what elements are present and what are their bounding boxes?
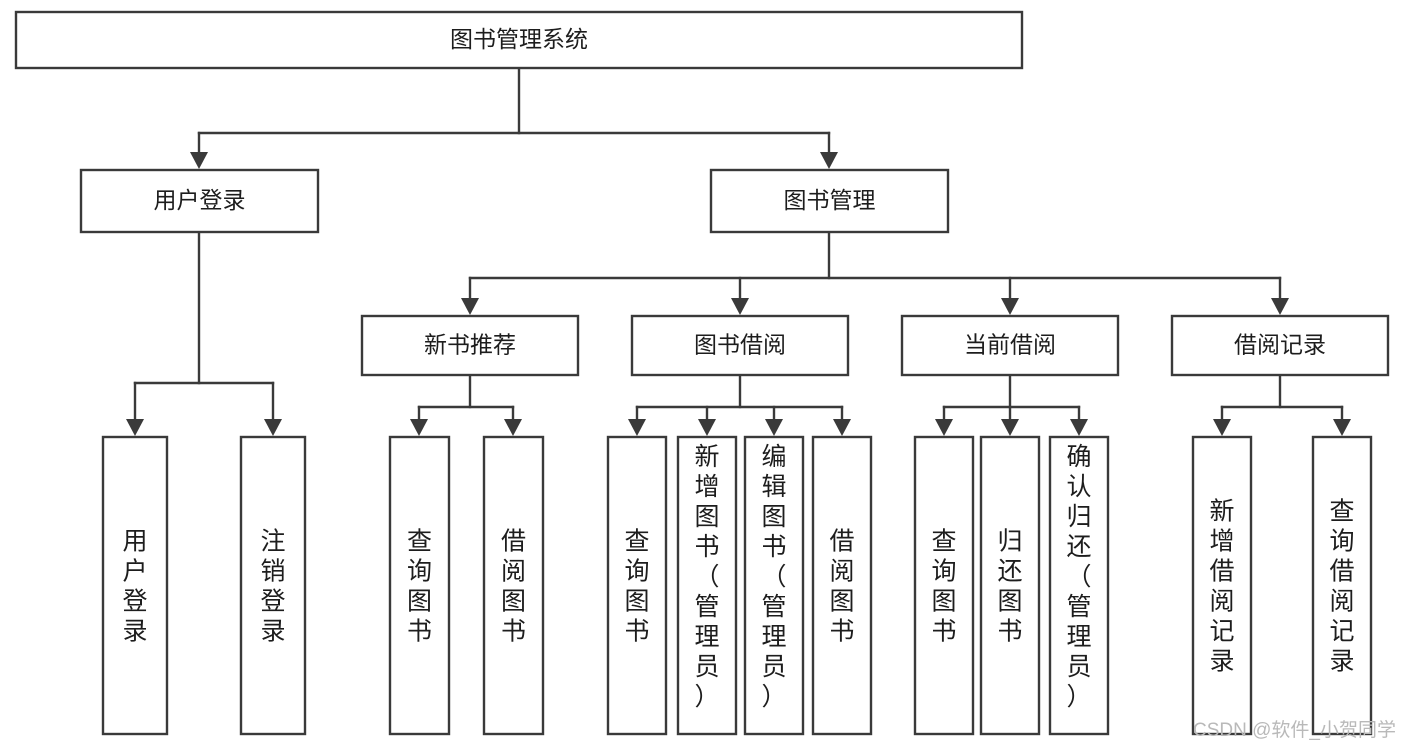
node-leaf-新增借阅记录[interactable]: 新增借阅记录	[1191, 435, 1253, 736]
node-label: 新书推荐	[424, 332, 516, 358]
node-label: 查询图书	[407, 528, 432, 646]
node-label: 编辑图书（管理员）	[761, 443, 786, 711]
node-box	[630, 314, 850, 377]
node-leaf-编辑图书管理员[interactable]: 编辑图书（管理员）	[743, 435, 805, 736]
node-leaf-借阅图书[interactable]: 借阅图书	[811, 435, 873, 736]
node-label: 注销登录	[260, 528, 285, 646]
connector-group-图书借阅	[628, 373, 851, 436]
node-label: 查询图书	[624, 528, 649, 646]
connector-group-图书管理	[461, 230, 1289, 315]
connector-group-新书推荐	[410, 373, 522, 436]
node-label: 当前借阅	[964, 332, 1056, 358]
node-box	[913, 435, 975, 736]
node-box	[676, 435, 738, 736]
connector-group-当前借阅	[935, 373, 1088, 436]
connector-group-用户登录	[126, 230, 282, 436]
node-leaf-归还图书[interactable]: 归还图书	[979, 435, 1041, 736]
node-box	[388, 435, 451, 736]
node-leaf-注销登录[interactable]: 注销登录	[239, 435, 307, 736]
node-l2-图书管理[interactable]: 图书管理	[709, 168, 950, 234]
node-l3-新书推荐[interactable]: 新书推荐	[360, 314, 580, 377]
node-box	[101, 435, 169, 736]
node-label: 归还图书	[997, 528, 1022, 646]
connector-group-借阅记录	[1213, 373, 1351, 436]
node-label: 新增图书（管理员）	[694, 443, 719, 711]
node-leaf-借阅图书[interactable]: 借阅图书	[482, 435, 545, 736]
node-label: 借阅记录	[1234, 332, 1326, 358]
node-label: 查询借阅记录	[1329, 498, 1354, 676]
node-l3-当前借阅[interactable]: 当前借阅	[900, 314, 1120, 377]
node-label: 用户登录	[154, 187, 246, 213]
node-box	[482, 435, 545, 736]
node-label: 图书管理系统	[450, 26, 588, 52]
node-box	[1191, 435, 1253, 736]
node-label: 借阅图书	[501, 528, 526, 646]
node-box	[1170, 314, 1390, 377]
node-leaf-确认归还管理员[interactable]: 确认归还（管理员）	[1048, 435, 1110, 736]
node-leaf-查询图书[interactable]: 查询图书	[606, 435, 668, 736]
node-box	[606, 435, 668, 736]
node-label: 图书借阅	[694, 332, 786, 358]
node-label: 借阅图书	[829, 528, 854, 646]
node-l3-借阅记录[interactable]: 借阅记录	[1170, 314, 1390, 377]
node-label: 确认归还（管理员）	[1066, 443, 1091, 711]
node-label: 图书管理	[784, 187, 876, 213]
node-box	[239, 435, 307, 736]
node-box	[1048, 435, 1110, 736]
node-box	[979, 435, 1041, 736]
node-leaf-用户登录[interactable]: 用户登录	[101, 435, 169, 736]
node-box	[14, 10, 1024, 70]
node-box	[360, 314, 580, 377]
node-leaf-新增图书管理员[interactable]: 新增图书（管理员）	[676, 435, 738, 736]
node-box	[811, 435, 873, 736]
node-box	[1311, 435, 1373, 736]
node-layer: 图书管理系统用户登录图书管理新书推荐图书借阅当前借阅借阅记录用户登录注销登录查询…	[14, 10, 1390, 736]
node-label: 用户登录	[122, 528, 147, 646]
node-l3-图书借阅[interactable]: 图书借阅	[630, 314, 850, 377]
node-label: 新增借阅记录	[1209, 498, 1234, 676]
node-box	[900, 314, 1120, 377]
connector-group-图书管理系统	[190, 66, 838, 169]
node-leaf-查询图书[interactable]: 查询图书	[388, 435, 451, 736]
node-root-图书管理系统[interactable]: 图书管理系统	[14, 10, 1024, 70]
csdn-watermark: CSDN @软件_小贺同学	[1193, 719, 1396, 741]
node-label: 查询图书	[931, 528, 956, 646]
node-leaf-查询图书[interactable]: 查询图书	[913, 435, 975, 736]
node-box	[743, 435, 805, 736]
connector-layer	[126, 66, 1351, 436]
node-box	[79, 168, 320, 234]
node-l2-用户登录[interactable]: 用户登录	[79, 168, 320, 234]
node-box	[709, 168, 950, 234]
node-leaf-查询借阅记录[interactable]: 查询借阅记录	[1311, 435, 1373, 736]
